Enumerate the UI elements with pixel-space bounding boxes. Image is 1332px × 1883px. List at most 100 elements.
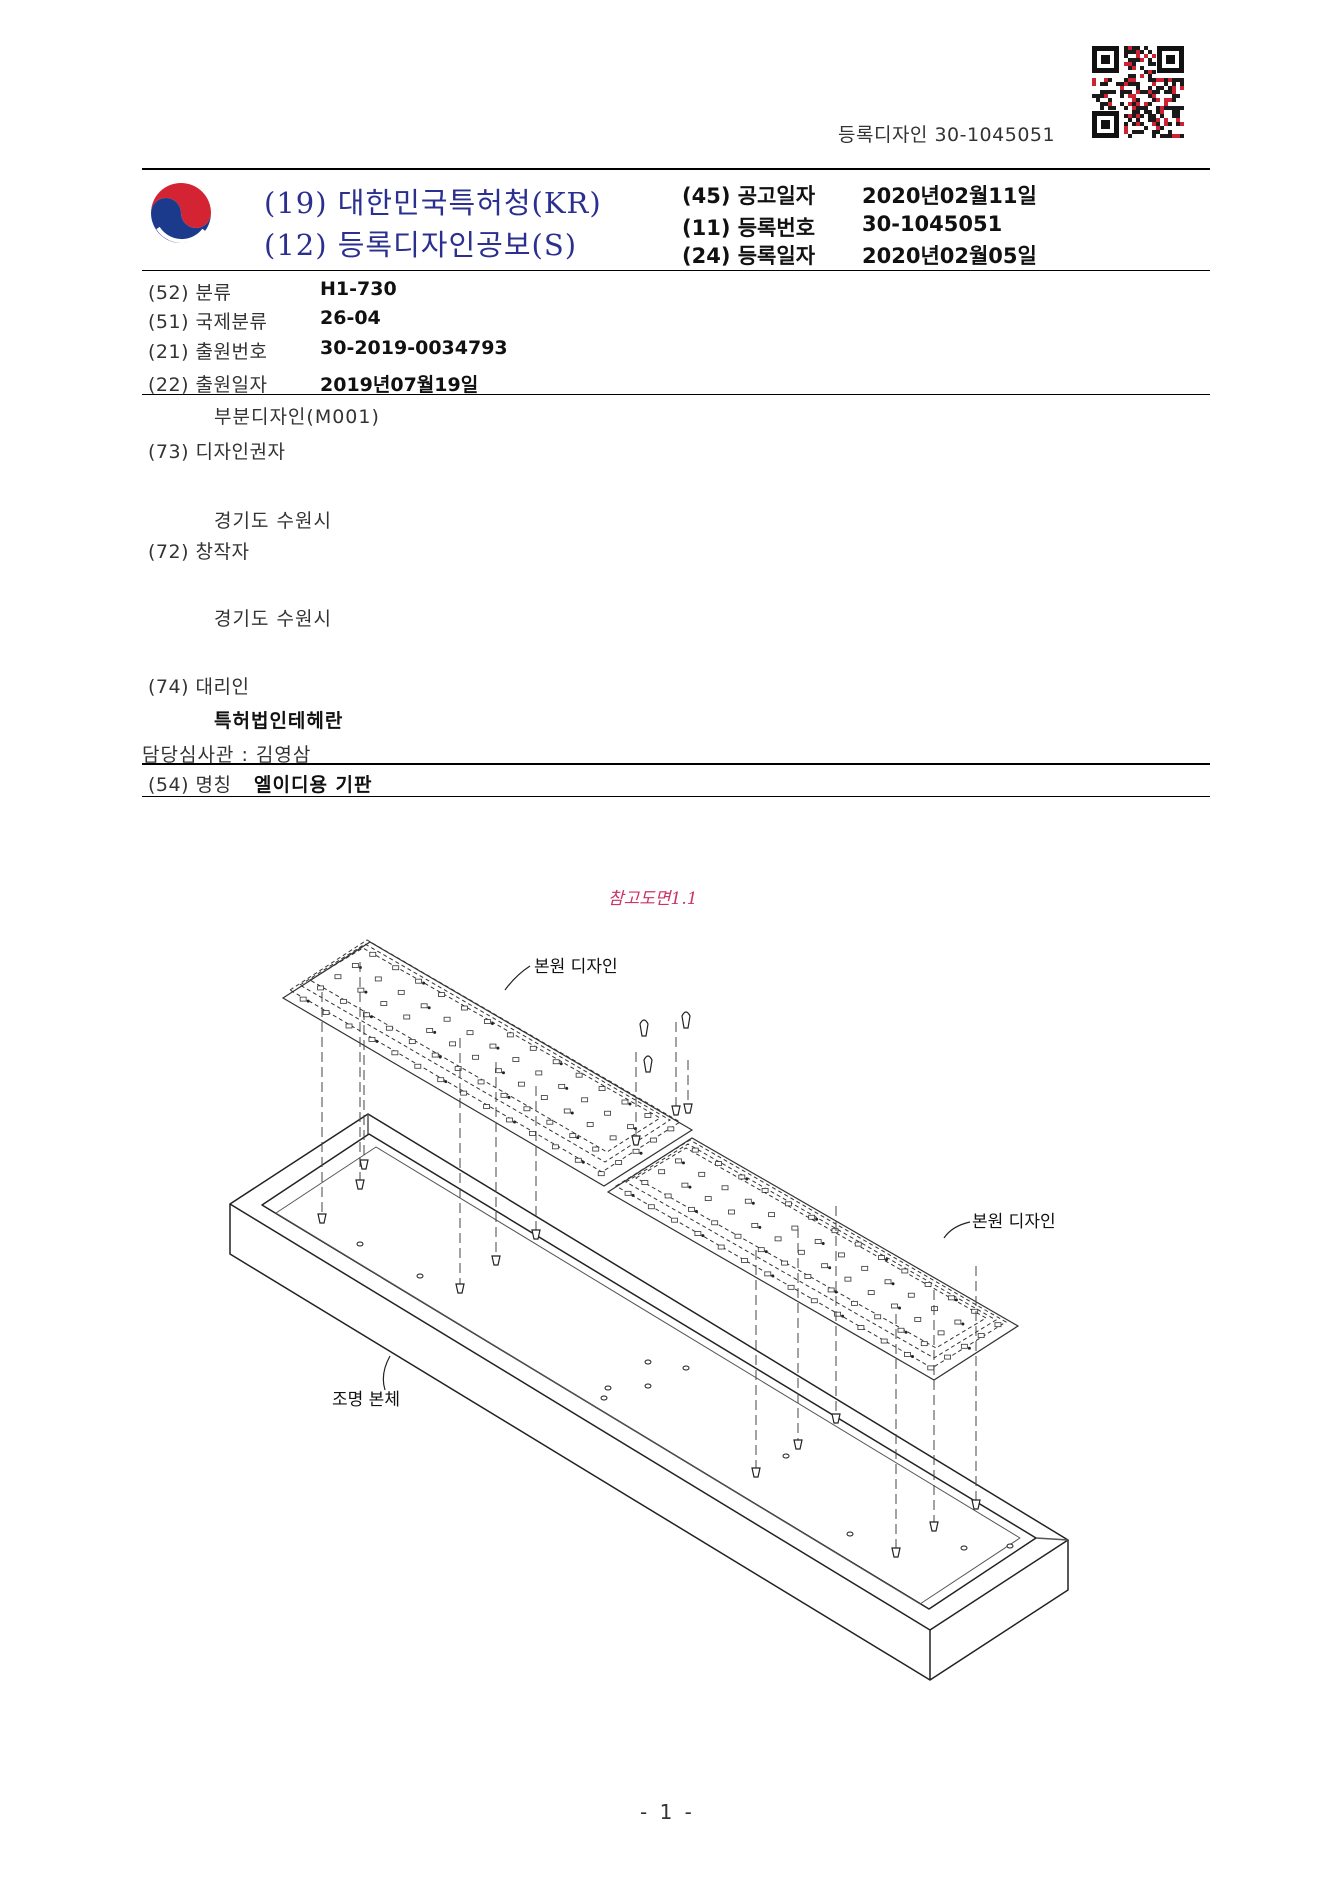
led-pad	[658, 1169, 666, 1175]
page-number: - 1 -	[640, 1800, 695, 1824]
led-dot	[427, 1006, 431, 1010]
led-pad	[397, 989, 405, 995]
qr-module	[1148, 90, 1152, 94]
qr-module	[1144, 102, 1148, 106]
qr-module	[1132, 66, 1136, 70]
qr-module	[1136, 50, 1140, 54]
mounting-hole	[960, 1545, 968, 1551]
led-pad	[437, 1077, 445, 1083]
qr-module	[1148, 110, 1152, 114]
qr-module	[1136, 110, 1140, 114]
title-bottom-rule	[142, 796, 1210, 797]
qr-module	[1144, 46, 1148, 50]
qr-module	[1124, 54, 1128, 58]
screw-icon	[531, 1229, 541, 1240]
qr-module	[1180, 82, 1184, 86]
led-pad	[575, 1072, 583, 1078]
led-pad	[831, 1228, 839, 1234]
led-dot	[496, 1046, 500, 1050]
led-pad	[797, 1249, 805, 1255]
agent-name: 특허법인테헤란	[214, 710, 344, 732]
qr-module	[1148, 50, 1152, 54]
qr-module	[1144, 126, 1148, 130]
qr-module	[1140, 114, 1144, 118]
led-pad	[904, 1352, 911, 1357]
led-pad	[688, 1206, 695, 1212]
led-pad	[385, 1025, 393, 1031]
qr-module	[1124, 50, 1128, 54]
qr-module	[1172, 86, 1176, 90]
led-dot	[821, 1241, 825, 1245]
led-pad	[691, 1147, 699, 1153]
led-pad	[954, 1319, 962, 1325]
qr-module	[1176, 78, 1180, 82]
led-pad	[415, 978, 423, 984]
qr-module	[1128, 58, 1132, 62]
led-pad	[854, 1241, 862, 1247]
qr-module	[1132, 110, 1136, 114]
led-pad	[717, 1244, 725, 1250]
qr-module	[1120, 94, 1124, 98]
qr-module	[1176, 114, 1180, 118]
qr-module	[1176, 134, 1180, 138]
qr-module	[1148, 58, 1152, 62]
led-pad	[977, 1333, 985, 1338]
qr-module	[1112, 106, 1116, 110]
qr-module	[1136, 130, 1140, 134]
led-dot	[639, 1151, 643, 1155]
qr-module	[1168, 134, 1172, 138]
led-pad	[861, 1265, 869, 1271]
qr-module	[1132, 78, 1136, 82]
led-pad	[621, 1099, 629, 1105]
qr-module	[1132, 82, 1136, 86]
qr-module	[1160, 126, 1164, 130]
led-dot	[369, 1015, 373, 1019]
led-pad	[460, 1090, 468, 1096]
led-pad	[523, 1106, 531, 1112]
qr-module	[1152, 122, 1156, 126]
mounting-hole	[600, 1395, 608, 1401]
led-pad	[403, 1014, 411, 1020]
led-dot	[891, 1282, 895, 1286]
led-dot	[834, 1290, 838, 1294]
led-dot	[507, 1095, 511, 1099]
qr-module	[1176, 118, 1180, 122]
led-pad	[299, 996, 307, 1002]
qr-module	[1160, 114, 1164, 118]
registration-date-value: 2020년02월05일	[862, 244, 1037, 268]
qr-module	[1100, 90, 1104, 94]
led-pad	[357, 987, 365, 993]
qr-module	[1136, 102, 1140, 106]
qr-module	[1140, 130, 1144, 134]
qr-module	[1124, 114, 1128, 118]
qr-module	[1104, 102, 1108, 106]
qr-module	[1160, 134, 1164, 138]
qr-module	[1140, 106, 1144, 110]
qr-module	[1172, 78, 1176, 82]
led-pad	[529, 1045, 537, 1051]
qr-module	[1136, 90, 1140, 94]
led-pad	[380, 1001, 388, 1006]
led-pad	[506, 1032, 514, 1038]
qr-module	[1096, 94, 1100, 98]
qr-module	[1144, 90, 1148, 94]
led-dot	[904, 1330, 908, 1334]
led-pad	[827, 1287, 835, 1293]
led-dot	[688, 1185, 692, 1189]
led-pad	[757, 1247, 765, 1253]
qr-module	[1164, 82, 1168, 86]
qr-module	[1148, 70, 1152, 74]
led-dot	[758, 1225, 762, 1229]
qr-module	[1148, 94, 1152, 98]
led-dot	[565, 1086, 569, 1090]
qr-module	[1152, 82, 1156, 86]
qr-module	[1136, 82, 1140, 86]
qr-module	[1144, 106, 1148, 110]
led-pad	[431, 1052, 439, 1058]
qr-module	[1128, 102, 1132, 106]
led-dot	[841, 1314, 845, 1318]
led-dot	[701, 1234, 705, 1238]
qr-module	[1152, 78, 1156, 82]
led-pad	[322, 1010, 330, 1015]
led-dot	[576, 1136, 580, 1140]
